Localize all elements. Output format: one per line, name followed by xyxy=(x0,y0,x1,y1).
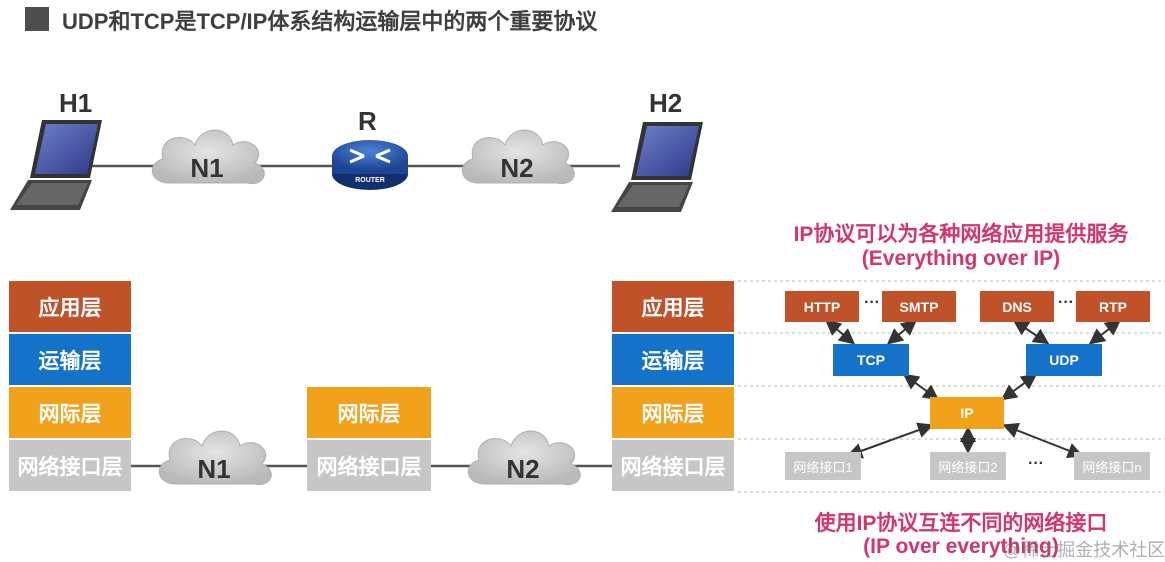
hourglass-bottom-subtitle: (IP over everything) xyxy=(863,535,1059,558)
h1-internet-layer: 网际层 xyxy=(9,387,131,438)
host-h2-label: H2 xyxy=(649,88,683,118)
protocol-dns: DNS xyxy=(980,291,1054,322)
protocol-smtp: SMTP xyxy=(882,291,956,322)
cloud-bottom-n2-label: N2 xyxy=(506,454,539,484)
cloud-bottom-n1-label: N1 xyxy=(197,454,230,484)
interface-1: 网络接口1 xyxy=(785,452,861,480)
h2-link-layer: 网络接口层 xyxy=(612,440,734,491)
laptop-h1-icon xyxy=(10,120,102,210)
h2-application-layer: 应用层 xyxy=(612,281,734,332)
interface-ellipsis: ··· xyxy=(1028,455,1044,472)
interface-2: 网络接口2 xyxy=(930,452,1006,480)
router-icon: ROUTER xyxy=(332,140,408,190)
host-h1-label: H1 xyxy=(59,88,93,118)
protocol-udp: UDP xyxy=(1026,344,1102,376)
h1-transport-layer: 运输层 xyxy=(9,334,131,385)
h1-link-layer: 网络接口层 xyxy=(9,440,131,491)
h2-internet-layer: 网际层 xyxy=(612,387,734,438)
h1-application-layer: 应用层 xyxy=(9,281,131,332)
cloud-n1-label: N1 xyxy=(190,153,223,183)
app-ellipsis-right: ··· xyxy=(1058,294,1074,311)
cloud-n2-label: N2 xyxy=(500,153,533,183)
router-internet-layer: 网际层 xyxy=(307,387,431,438)
protocol-http: HTTP xyxy=(785,291,859,322)
interface-n: 网络接口n xyxy=(1074,452,1150,480)
hourglass-arrows xyxy=(824,319,1122,459)
h2-transport-layer: 运输层 xyxy=(612,334,734,385)
hourglass-top-title: IP协议可以为各种网络应用提供服务 xyxy=(793,223,1129,246)
router-r-label: R xyxy=(358,106,377,136)
title-square-icon xyxy=(25,7,49,31)
page-title: UDP和TCP是TCP/IP体系结构运输层中的两个重要协议 xyxy=(62,9,598,34)
app-ellipsis-left: ··· xyxy=(864,294,880,311)
router-badge: ROUTER xyxy=(355,177,385,184)
watermark: @稀土掘金技术社区 xyxy=(1003,540,1165,560)
protocol-rtp: RTP xyxy=(1076,291,1150,322)
hourglass-top-subtitle: (Everything over IP) xyxy=(861,247,1061,270)
router-link-layer: 网络接口层 xyxy=(307,440,431,491)
protocol-ip: IP xyxy=(930,397,1004,429)
laptop-h2-icon xyxy=(611,122,703,212)
protocol-tcp: TCP xyxy=(833,344,909,376)
hourglass-bottom-title: 使用IP协议互连不同的网络接口 xyxy=(814,512,1108,535)
